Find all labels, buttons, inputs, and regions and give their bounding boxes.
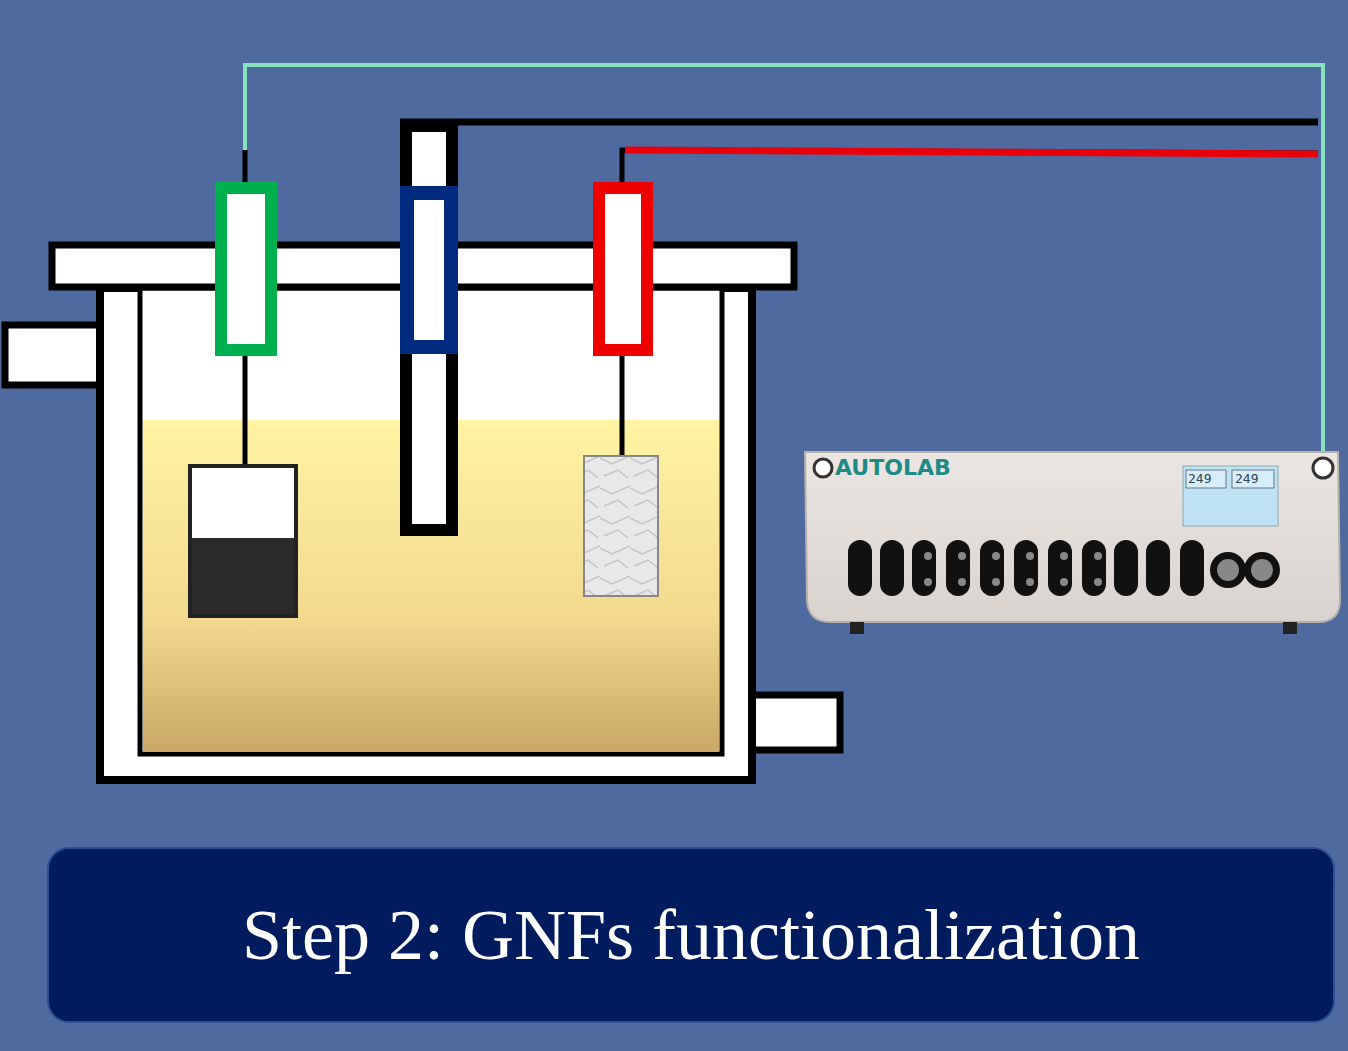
display-reading: 249 [1188,471,1211,486]
reference-electrode [400,120,458,536]
electrode-holder [599,188,647,350]
reference-holder [400,186,458,354]
black-wire [400,119,1318,126]
working-electrode [190,466,296,616]
counter-electrode [584,456,658,596]
electrode-rod [243,350,248,468]
connector-row [848,540,1280,596]
potentiostat: AUTOLAB [835,455,1059,485]
display-reading: 249 [1235,471,1258,486]
node-text: Step 2: GNFs functionalization [242,894,1140,977]
black-wire-lead [622,150,1318,185]
display [1183,466,1278,526]
caption-box: Step 2: GNFs functionalization [47,847,1335,1023]
electrode-rod [620,350,625,458]
red-wire [625,150,1318,154]
gnf-coating [192,538,294,614]
potentiostat-body [805,452,1340,622]
side-tube [5,325,110,385]
electrode-holder [221,188,271,350]
node-text: AUTOLAB [835,455,1059,480]
